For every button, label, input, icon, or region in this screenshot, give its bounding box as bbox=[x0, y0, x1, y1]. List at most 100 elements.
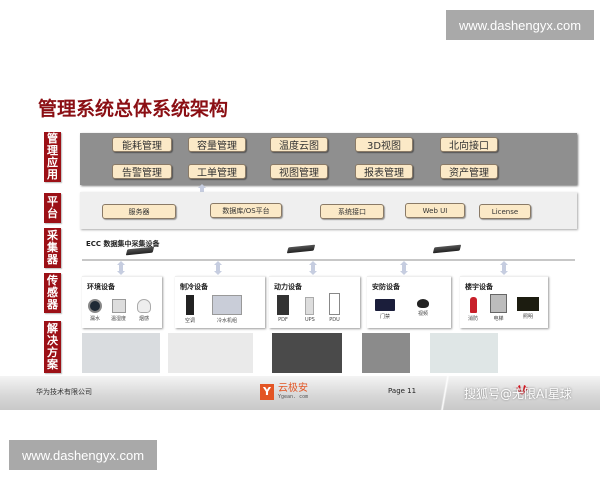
device-label: 烟感 bbox=[138, 316, 149, 322]
platform-server: 服务器 bbox=[102, 204, 176, 219]
device-label: PDU bbox=[329, 317, 340, 323]
device-pdf: PDF bbox=[277, 295, 289, 323]
app-energy: 能耗管理 bbox=[112, 137, 172, 152]
app-northbound: 北向接口 bbox=[440, 137, 498, 152]
device-access-control: 门禁 bbox=[375, 299, 395, 320]
side-label-collector: 采 集 器 bbox=[44, 228, 61, 268]
sensor-group-title: 环境设备 bbox=[87, 283, 115, 291]
power-cabinet-icon bbox=[277, 295, 289, 315]
updown-arrow-icon bbox=[400, 261, 408, 275]
updown-arrow-icon bbox=[117, 261, 125, 275]
card-reader-icon bbox=[375, 299, 395, 311]
updown-arrow-icon bbox=[214, 261, 222, 275]
page-number: Page 11 bbox=[388, 387, 417, 395]
fire-extinguisher-icon bbox=[469, 297, 477, 313]
char: 管 bbox=[47, 132, 58, 145]
huawei-logo-icon bbox=[516, 385, 528, 395]
smoke-detector-icon bbox=[137, 299, 151, 313]
sensor-group-power: 动力设备 PDF UPS PDU bbox=[269, 276, 360, 328]
app-capacity: 容量管理 bbox=[188, 137, 246, 152]
pdu-icon bbox=[329, 293, 340, 315]
lighting-icon bbox=[517, 297, 539, 311]
device-temp-humidity: 温湿度 bbox=[111, 299, 126, 322]
char: 用 bbox=[47, 168, 58, 181]
solution-micro-module bbox=[272, 333, 342, 373]
char: 器 bbox=[47, 253, 58, 266]
device-smoke: 烟感 bbox=[137, 299, 151, 322]
char: 采 bbox=[47, 229, 58, 242]
device-pdu: PDU bbox=[329, 293, 340, 323]
sensor-group-cooling: 制冷设备 空调 冷水机组 bbox=[175, 276, 265, 328]
device-label: 门禁 bbox=[379, 314, 390, 320]
device-chiller: 冷水机组 bbox=[212, 295, 242, 324]
chiller-icon bbox=[212, 295, 242, 315]
footer-company: 华为技术有限公司 bbox=[36, 388, 92, 396]
app-view: 视图管理 bbox=[270, 164, 328, 179]
char: 传 bbox=[47, 274, 58, 287]
solution-container-datacenter bbox=[82, 333, 160, 373]
app-thermal-map: 温度云图 bbox=[270, 137, 328, 152]
ygean-logo: Y 云极安 Ygean. com bbox=[260, 383, 308, 400]
solution-modular-datacenter bbox=[168, 333, 253, 373]
char: 器 bbox=[47, 298, 58, 311]
device-label: 视频 bbox=[417, 311, 428, 317]
device-label: UPS bbox=[305, 317, 315, 323]
app-report: 报表管理 bbox=[355, 164, 413, 179]
platform-layer: 服务器 数据库/OS平台 系统接口 Web UI License bbox=[80, 192, 577, 229]
solution-rack-server bbox=[430, 333, 498, 373]
app-work-order: 工单管理 bbox=[188, 164, 246, 179]
device-label: 空调 bbox=[185, 318, 196, 324]
elevator-icon bbox=[490, 294, 507, 313]
ac-unit-icon bbox=[186, 295, 194, 315]
device-label: PDF bbox=[278, 317, 288, 323]
char: 感 bbox=[47, 286, 58, 299]
device-lighting: 照明 bbox=[517, 297, 539, 320]
char: 理 bbox=[47, 144, 58, 157]
device-fire: 消防 bbox=[468, 297, 478, 322]
device-air-conditioner: 空调 bbox=[185, 295, 195, 324]
sensor-group-title: 动力设备 bbox=[274, 283, 302, 291]
device-label: 照明 bbox=[522, 314, 533, 320]
sohu-watermark: 搜狐号@无限AI星球 bbox=[464, 387, 572, 401]
char: 案 bbox=[47, 358, 58, 371]
char: 平 bbox=[47, 195, 58, 208]
thermostat-icon bbox=[111, 299, 126, 313]
sensor-group-security: 安防设备 门禁 视频 bbox=[367, 276, 451, 328]
side-label-sensor: 传 感 器 bbox=[44, 273, 61, 313]
device-leak: 漏水 bbox=[88, 299, 102, 322]
sensor-group-title: 安防设备 bbox=[372, 283, 400, 291]
watermark-top: www.dashengyx.com bbox=[446, 10, 594, 40]
collector-layer: ECC 数据集中采集设备 bbox=[82, 235, 575, 261]
app-alarm: 告警管理 bbox=[112, 164, 172, 179]
management-layer: 能耗管理 容量管理 温度云图 3D视图 北向接口 告警管理 工单管理 视图管理 … bbox=[80, 133, 577, 185]
app-asset: 资产管理 bbox=[440, 164, 498, 179]
logo-cn: 云极安 bbox=[278, 383, 308, 394]
slide-footer: 华为技术有限公司 Y 云极安 Ygean. com Page 11 搜狐号@无限… bbox=[0, 376, 600, 410]
char: 方 bbox=[47, 346, 58, 359]
leak-sensor-icon bbox=[88, 299, 102, 313]
side-label-platform: 平 台 bbox=[44, 193, 61, 223]
app-3d-view: 3D视图 bbox=[355, 137, 413, 152]
device-elevator: 电梯 bbox=[490, 294, 507, 322]
sensor-group-environment: 环境设备 漏水 温湿度 烟感 bbox=[82, 276, 162, 328]
platform-license: License bbox=[479, 204, 531, 219]
side-label-solution: 解 决 方 案 bbox=[44, 321, 61, 373]
device-label: 冷水机组 bbox=[216, 318, 237, 324]
platform-system-interface: 系统接口 bbox=[320, 204, 384, 219]
watermark-bottom: www.dashengyx.com bbox=[9, 440, 157, 470]
device-label: 漏水 bbox=[89, 316, 100, 322]
updown-arrow-icon bbox=[309, 261, 317, 275]
collector-label: ECC 数据集中采集设备 bbox=[86, 240, 160, 248]
sensor-group-title: 楼宇设备 bbox=[465, 283, 493, 291]
platform-web-ui: Web UI bbox=[405, 203, 465, 218]
device-ups: UPS bbox=[305, 297, 315, 323]
ups-icon bbox=[305, 297, 315, 315]
char: 决 bbox=[47, 334, 58, 347]
camera-icon bbox=[417, 299, 429, 308]
device-video: 视频 bbox=[417, 299, 429, 317]
updown-arrow-icon bbox=[500, 261, 508, 275]
sensor-group-title: 制冷设备 bbox=[180, 283, 208, 291]
sensor-group-building: 楼宇设备 消防 电梯 照明 bbox=[460, 276, 548, 328]
footer-divider bbox=[440, 376, 450, 410]
switch-icon bbox=[432, 244, 462, 254]
